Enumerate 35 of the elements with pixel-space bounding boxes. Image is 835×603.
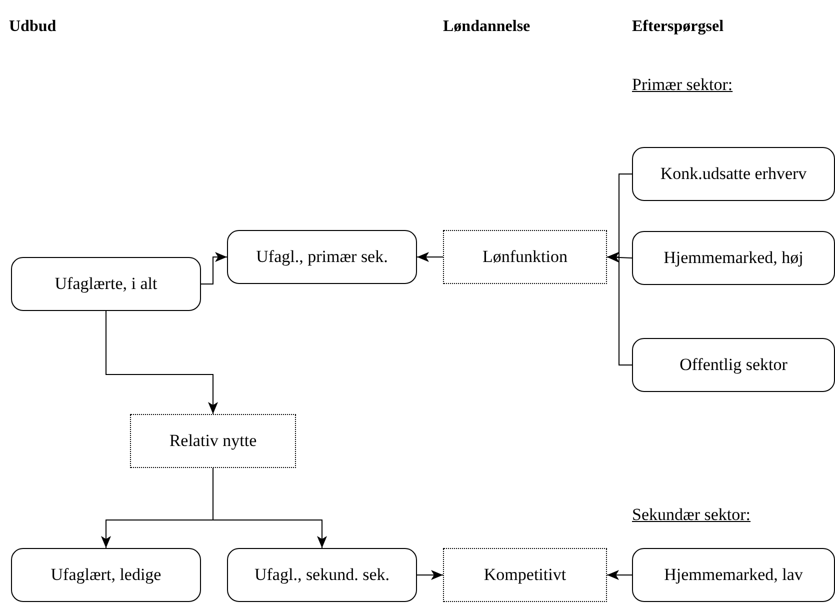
- rounded-box: [632, 338, 835, 392]
- rounded-box: [632, 548, 835, 602]
- rounded-box: [11, 257, 201, 311]
- section-heading: Sekundær sektor:: [632, 505, 751, 525]
- arrow: [200, 252, 228, 284]
- section-heading: Primær sektor:: [632, 75, 733, 95]
- column-heading: Løndannelse: [443, 18, 530, 36]
- node-label: Offentlig sektor: [680, 355, 788, 375]
- process-box: [130, 414, 296, 468]
- arrow: [606, 252, 632, 262]
- node-label: Hjemmemarked, høj: [664, 248, 804, 268]
- column-heading: Efterspørgsel: [632, 18, 724, 36]
- process-box: [443, 230, 607, 284]
- node-label: Konk.udsatte erhverv: [660, 164, 807, 184]
- node-label: Relativ nytte: [169, 431, 257, 451]
- column-heading: Udbud: [9, 18, 56, 36]
- node-label: Lønfunktion: [482, 247, 568, 267]
- node-label: Ufaglært, ledige: [50, 565, 162, 585]
- arrow: [212, 468, 327, 548]
- arrow: [106, 310, 218, 414]
- node-label: Ufaglærte, i alt: [54, 274, 158, 294]
- rounded-box: [227, 230, 417, 284]
- rounded-box: [11, 548, 201, 602]
- node-label: Kompetitivt: [484, 565, 566, 585]
- arrow: [606, 252, 632, 366]
- process-box: [443, 548, 607, 602]
- arrow: [416, 570, 444, 580]
- rounded-box: [227, 548, 417, 602]
- rounded-box: [632, 147, 835, 201]
- node-label: Ufagl., sekund. sek.: [254, 565, 390, 585]
- node-label: Ufagl., primær sek.: [256, 247, 388, 267]
- node-label: Hjemmemarked, lav: [664, 565, 803, 585]
- rounded-box: [632, 231, 835, 285]
- arrow: [416, 252, 444, 262]
- arrow: [606, 570, 632, 580]
